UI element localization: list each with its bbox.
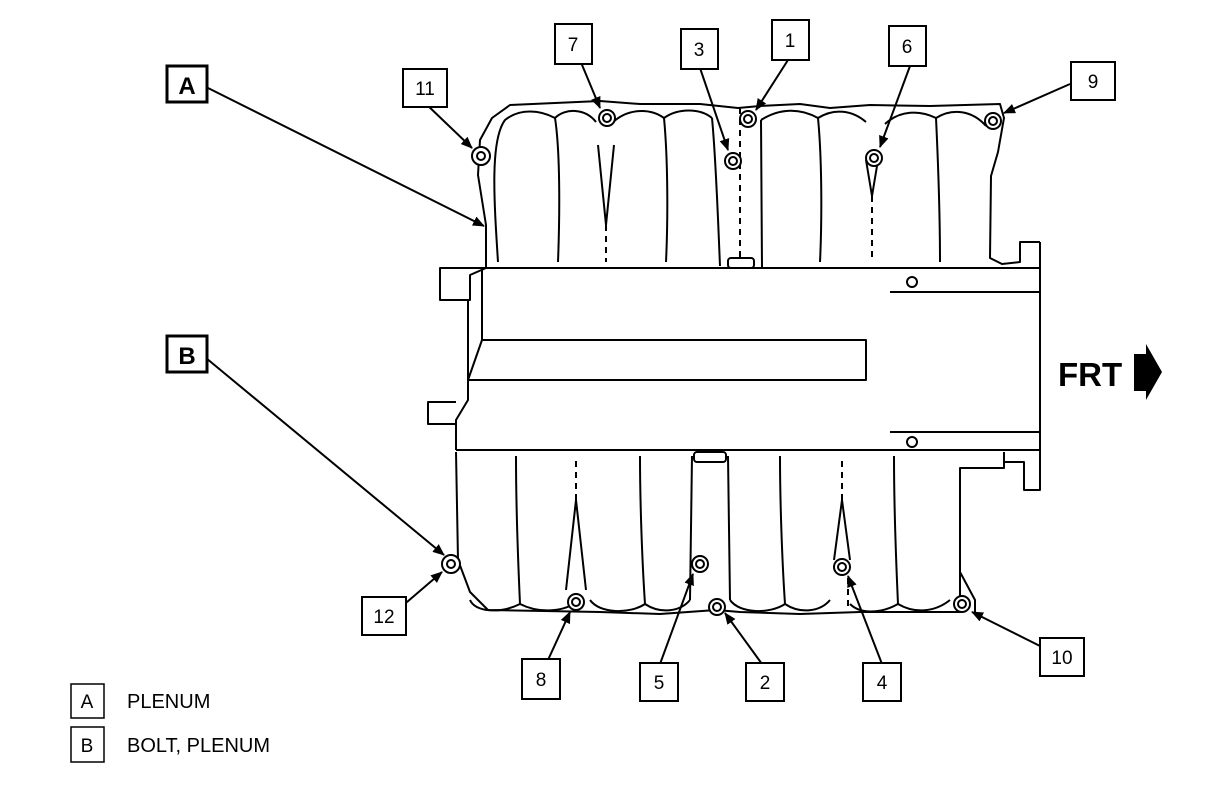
front-direction-indicator: FRT: [1058, 344, 1162, 400]
lower-runners: [455, 451, 1005, 615]
bolt-hole-4: [833, 558, 851, 576]
front-arrow-icon: [1134, 344, 1162, 400]
bolt-label-1: 1: [771, 19, 810, 61]
leader-11: [423, 101, 473, 149]
bolt-hole-12: [441, 554, 461, 574]
legend-key-b: B: [81, 736, 94, 757]
legend-text-b: BOLT, PLENUM: [127, 735, 270, 757]
bolt-hole-3: [724, 152, 742, 170]
legend-item-b: B BOLT, PLENUM: [70, 726, 270, 763]
svg-text:1: 1: [785, 31, 796, 52]
leader-b: [205, 357, 445, 556]
bolt-label-6: 6: [888, 25, 927, 67]
svg-text:6: 6: [902, 37, 913, 58]
leader-arrows: [205, 59, 1071, 665]
bolt-hole-6: [865, 149, 883, 167]
leader-7: [579, 59, 601, 109]
legend: A PLENUM B BOLT, PLENUM: [70, 683, 270, 763]
bolt-label-2: 2: [745, 662, 785, 702]
bolt-label-5: 5: [639, 662, 679, 702]
callout-a-label: A: [178, 73, 195, 100]
number-boxes: 1 2 3 4 5 6 7 8: [361, 19, 1116, 702]
svg-text:5: 5: [654, 673, 665, 694]
svg-text:2: 2: [760, 673, 771, 694]
svg-text:4: 4: [877, 673, 888, 694]
svg-text:9: 9: [1088, 72, 1099, 93]
bolt-hole-9: [984, 112, 1002, 130]
leader-4: [847, 575, 883, 665]
legend-text-a: PLENUM: [127, 691, 210, 713]
bolt-label-7: 7: [554, 23, 593, 65]
leader-5: [659, 573, 694, 665]
leader-6: [879, 65, 911, 148]
leader-9: [1003, 83, 1071, 114]
svg-text:3: 3: [694, 40, 705, 61]
svg-text:8: 8: [536, 670, 547, 691]
bolt-holes: [441, 109, 1002, 616]
callout-b-label: B: [178, 343, 195, 370]
callout-a: A: [165, 64, 209, 104]
leader-8: [547, 611, 571, 661]
svg-text:7: 7: [568, 35, 579, 56]
bolt-label-8: 8: [521, 658, 561, 700]
frt-label: FRT: [1058, 356, 1122, 393]
bolt-label-4: 4: [862, 662, 902, 702]
bolt-hole-1: [739, 110, 757, 128]
legend-item-a: A PLENUM: [70, 683, 210, 719]
leader-1: [755, 59, 789, 111]
upper-runners: [477, 100, 1040, 269]
leader-3: [699, 67, 730, 151]
bolt-label-10: 10: [1039, 637, 1085, 677]
bolt-label-12: 12: [361, 596, 407, 636]
bolt-hole-11: [471, 146, 491, 166]
leader-2: [724, 612, 763, 665]
plenum-drawing: [427, 100, 1041, 615]
bolt-hole-2: [708, 598, 726, 616]
bolt-label-11: 11: [402, 68, 448, 108]
svg-text:10: 10: [1051, 648, 1072, 669]
bolt-hole-7: [598, 109, 616, 127]
bolt-hole-5: [691, 555, 709, 573]
bolt-label-3: 3: [680, 28, 719, 70]
legend-key-a: A: [81, 692, 94, 713]
leader-10: [971, 611, 1045, 649]
bolt-hole-8: [567, 593, 585, 611]
callout-b: B: [165, 334, 209, 374]
bolt-label-9: 9: [1070, 61, 1116, 101]
svg-text:11: 11: [415, 79, 435, 100]
leader-a: [205, 86, 485, 227]
bolt-hole-10: [953, 595, 971, 613]
plenum-body: [427, 242, 1041, 491]
svg-text:12: 12: [373, 607, 394, 628]
